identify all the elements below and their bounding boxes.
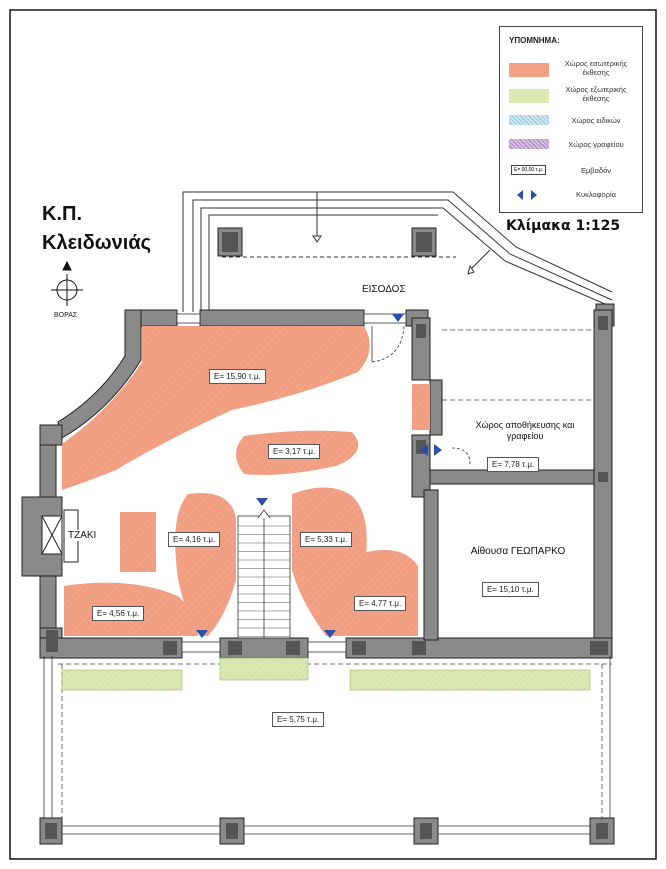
north-label: ΒΟΡΑΣ (54, 312, 78, 319)
staircase (237, 509, 291, 639)
title-abbrev: Κ.Π. (42, 203, 82, 225)
north-arrow-icon (51, 260, 83, 306)
area-label: Ε= 4,56 τ.μ. (92, 606, 145, 621)
swatch-exterior (509, 89, 549, 103)
legend-item: Ε= 00,00 τ.μ. Εμβαδόν (509, 163, 639, 187)
area-label: Ε= 15,10 τ.μ. (482, 582, 539, 597)
porch (182, 191, 613, 312)
legend-item: Χώρος εσωτερικής έκθεσης (509, 59, 639, 83)
swatch-interior (509, 63, 549, 77)
legend-item: Χώρος ειδικών (509, 113, 639, 137)
page-border (9, 9, 657, 860)
fireplace (41, 509, 79, 563)
legend-item: Χώρος γραφείου (509, 137, 639, 161)
room-geopark-name: Αίθουσα ΓΕΩΠΑΡΚΟ (470, 546, 566, 557)
legend-item: Χώρος εξωτερικής έκθεσης (509, 85, 639, 109)
circulation-icon (517, 190, 537, 200)
swatch-special (509, 115, 549, 125)
area-sample: Ε= 00,00 τ.μ. (511, 165, 547, 175)
legend-item: Κυκλοφορία (509, 187, 639, 211)
scale-label: Κλίμακα 1:125 (506, 218, 621, 234)
circulation-arrows (196, 314, 442, 638)
area-label: Ε= 3,17 τ.μ. (268, 444, 321, 459)
title-name: Κλειδωνιάς (42, 232, 152, 254)
area-label: Ε= 4,16 τ.μ. (168, 532, 221, 547)
entrance-label: ΕΙΣΟΔΟΣ (362, 284, 406, 295)
area-label: Ε= 7,78 τ.μ. (487, 457, 540, 472)
fireplace-label: ΤΖΑΚΙ (68, 530, 97, 541)
swatch-office (509, 139, 549, 149)
room-storage-name: Χώρος αποθήκευσης και γραφείου (475, 420, 575, 441)
area-label: Ε= 5,33 τ.μ. (300, 532, 353, 547)
area-label: Ε= 15,90 τ.μ. (209, 369, 266, 384)
area-label: Ε= 5,75 τ.μ. (272, 712, 325, 727)
interior-exhibit-zones (62, 326, 430, 636)
legend: ΥΠΟΜΝΗΜΑ: Χώρος εσωτερικής έκθεσης Χώρος… (499, 26, 643, 213)
exterior-exhibit-zones (61, 657, 591, 691)
legend-title: ΥΠΟΜΝΗΜΑ: (509, 36, 560, 45)
area-label: Ε= 4,77 τ.μ. (354, 596, 407, 611)
